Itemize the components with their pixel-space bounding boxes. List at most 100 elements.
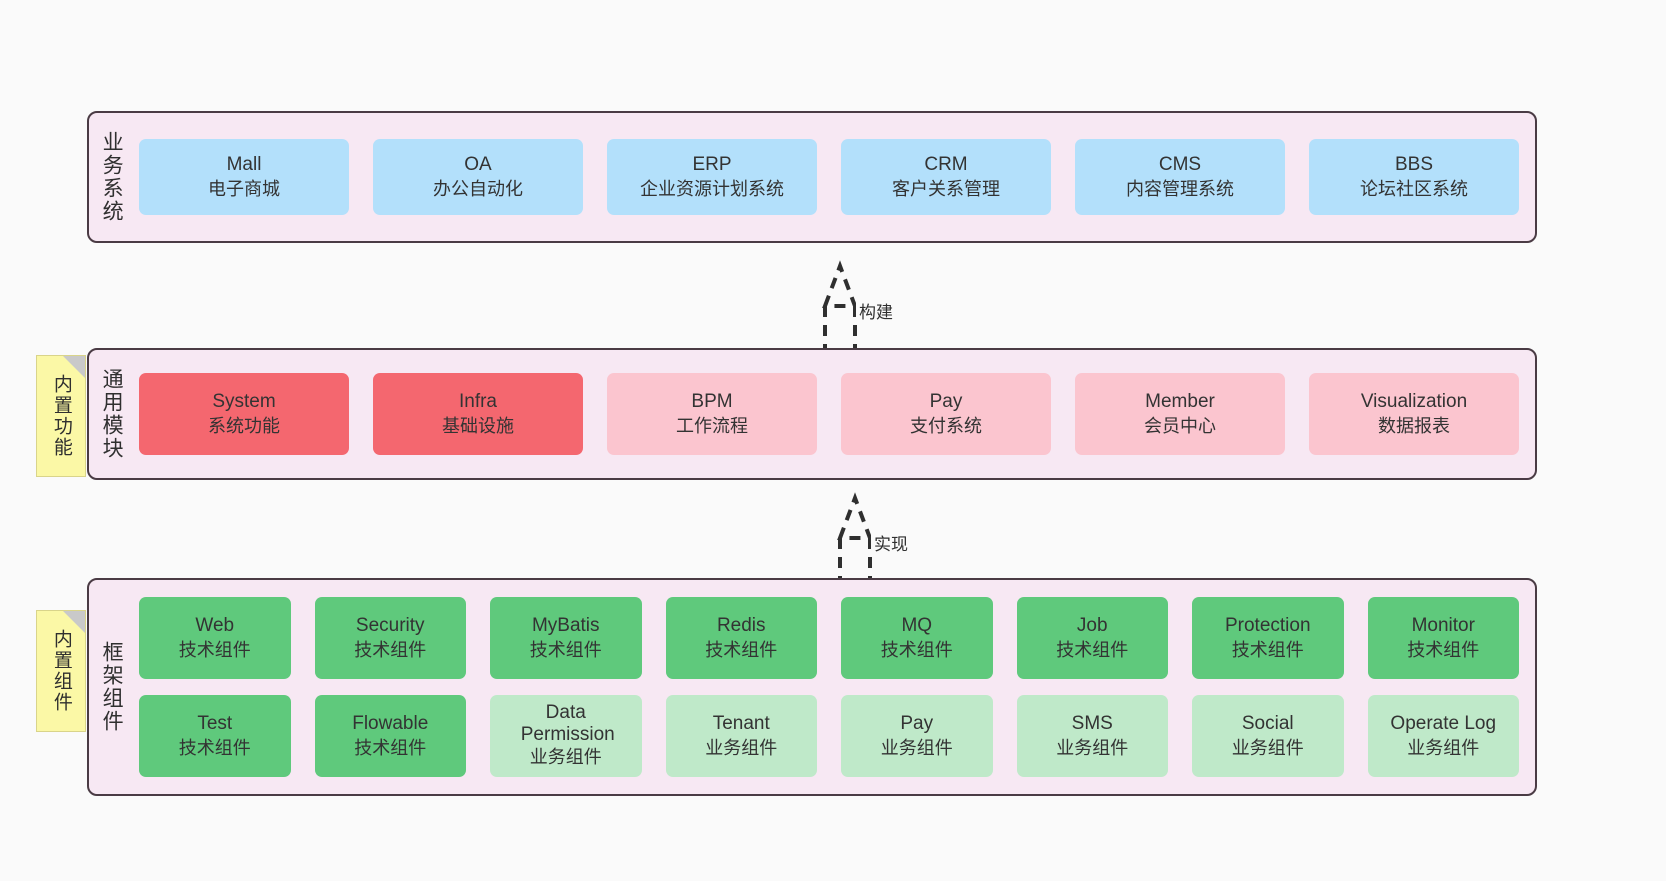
card-title-cn: 业务组件 [880,737,953,758]
card-title-en: CRM [924,153,968,175]
layer-framework-components-body: Web 技术组件 Security 技术组件 MyBatis 技术组件 Redi… [133,580,1535,794]
card-pay-component[interactable]: Pay 业务组件 [841,695,993,777]
card-title-cn: 业务组件 [529,747,602,768]
card-title-cn: 技术组件 [529,639,602,660]
card-redis[interactable]: Redis 技术组件 [665,597,817,679]
card-row: Web 技术组件 Security 技术组件 MyBatis 技术组件 Redi… [139,597,1519,679]
card-row: Test 技术组件 Flowable 技术组件 Data Permission … [139,695,1519,777]
card-title-en: Social [1241,712,1294,734]
card-title-en: Web [195,614,235,636]
layer-framework-components-label: 框架组件 [100,641,124,733]
card-title-en: Mall [226,153,262,175]
card-visualization[interactable]: Visualization 数据报表 [1309,373,1519,455]
note-builtin-functions: 内置功能 [36,355,86,477]
card-title-cn: 业务组件 [1407,737,1480,758]
card-title-en: Protection [1224,614,1311,636]
card-system[interactable]: System 系统功能 [139,373,349,455]
card-title-cn: 基础设施 [442,415,514,436]
card-title-en: ERP [692,153,732,175]
card-operate-log[interactable]: Operate Log 业务组件 [1367,695,1519,777]
card-bpm[interactable]: BPM 工作流程 [607,373,817,455]
card-title-en: Job [1076,614,1108,636]
card-title-cn: 论坛社区系统 [1360,178,1468,199]
layer-common-modules: 通用模块 System 系统功能 Infra 基础设施 BPM 工作流程 Pay… [87,348,1537,480]
card-title-en: SMS [1071,712,1113,734]
card-data-permission[interactable]: Data Permission 业务组件 [490,695,642,777]
card-title-cn: 电子商城 [208,178,280,199]
card-title-cn: 业务组件 [1231,737,1304,758]
card-social[interactable]: Social 业务组件 [1192,695,1344,777]
card-title-en: Operate Log [1390,712,1497,734]
card-title-cn: 技术组件 [705,639,778,660]
card-mq[interactable]: MQ 技术组件 [841,597,993,679]
card-title-en: MyBatis [531,614,600,636]
card-pay-module[interactable]: Pay 支付系统 [841,373,1051,455]
note-builtin-components: 内置组件 [36,610,86,732]
connector-build-label: 构建 [856,298,896,323]
card-title-cn: 技术组件 [1056,639,1129,660]
card-title-en: System [212,390,276,412]
card-title-en: Data Permission [520,702,615,746]
card-cms[interactable]: CMS 内容管理系统 [1075,139,1285,215]
layer-framework-components: 框架组件 Web 技术组件 Security 技术组件 MyBatis 技术组件… [87,578,1537,796]
card-title-en: Pay [929,390,963,412]
card-title-en: Infra [458,390,498,412]
card-title-cn: 办公自动化 [433,178,523,199]
card-crm[interactable]: CRM 客户关系管理 [841,139,1051,215]
card-title-en: MQ [901,614,933,636]
card-title-en: BBS [1394,153,1434,175]
layer-common-modules-label: 通用模块 [100,368,124,460]
card-title-en: Redis [716,614,766,636]
card-erp[interactable]: ERP 企业资源计划系统 [607,139,817,215]
card-title-cn: 支付系统 [910,415,982,436]
card-title-cn: 客户关系管理 [892,178,1000,199]
card-title-cn: 数据报表 [1378,415,1450,436]
layer-business-systems-label: 业务系统 [100,131,124,223]
card-title-en: OA [464,153,492,175]
card-infra[interactable]: Infra 基础设施 [373,373,583,455]
layer-business-systems-body: Mall 电子商城 OA 办公自动化 ERP 企业资源计划系统 CRM 客户关系… [133,113,1535,241]
build-arrow-icon [822,260,858,354]
connector-implement: 实现 [775,490,935,586]
card-test[interactable]: Test 技术组件 [139,695,291,777]
card-title-en: Monitor [1411,614,1475,636]
card-title-cn: 技术组件 [880,639,953,660]
card-job[interactable]: Job 技术组件 [1016,597,1168,679]
card-title-cn: 技术组件 [1231,639,1304,660]
card-title-cn: 会员中心 [1144,415,1216,436]
card-security[interactable]: Security 技术组件 [314,597,466,679]
card-title-cn: 工作流程 [676,415,748,436]
card-title-cn: 业务组件 [705,737,778,758]
card-flowable[interactable]: Flowable 技术组件 [314,695,466,777]
card-title-cn: 技术组件 [178,737,251,758]
card-title-en: Test [197,712,233,734]
card-title-en: Flowable [352,712,429,734]
card-title-cn: 技术组件 [1407,639,1480,660]
connector-implement-label: 实现 [871,530,911,555]
card-oa[interactable]: OA 办公自动化 [373,139,583,215]
implement-arrow-icon [837,492,873,586]
card-title-en: Member [1145,390,1215,412]
connector-build: 构建 [760,258,920,354]
card-row: System 系统功能 Infra 基础设施 BPM 工作流程 Pay 支付系统… [139,373,1519,455]
card-title-cn: 内容管理系统 [1126,178,1234,199]
card-sms[interactable]: SMS 业务组件 [1016,695,1168,777]
card-bbs[interactable]: BBS 论坛社区系统 [1309,139,1519,215]
card-title-cn: 企业资源计划系统 [640,178,784,199]
card-tenant[interactable]: Tenant 业务组件 [665,695,817,777]
card-member[interactable]: Member 会员中心 [1075,373,1285,455]
card-title-cn: 技术组件 [178,639,251,660]
layer-common-modules-body: System 系统功能 Infra 基础设施 BPM 工作流程 Pay 支付系统… [133,350,1535,478]
card-mall[interactable]: Mall 电子商城 [139,139,349,215]
card-row: Mall 电子商城 OA 办公自动化 ERP 企业资源计划系统 CRM 客户关系… [139,139,1519,215]
card-title-cn: 系统功能 [208,415,280,436]
card-web[interactable]: Web 技术组件 [139,597,291,679]
card-monitor[interactable]: Monitor 技术组件 [1367,597,1519,679]
card-title-cn: 业务组件 [1056,737,1129,758]
layer-business-systems: 业务系统 Mall 电子商城 OA 办公自动化 ERP 企业资源计划系统 CRM… [87,111,1537,243]
card-mybatis[interactable]: MyBatis 技术组件 [490,597,642,679]
card-title-en: Security [355,614,425,636]
card-title-en: CMS [1158,153,1202,175]
card-protection[interactable]: Protection 技术组件 [1192,597,1344,679]
